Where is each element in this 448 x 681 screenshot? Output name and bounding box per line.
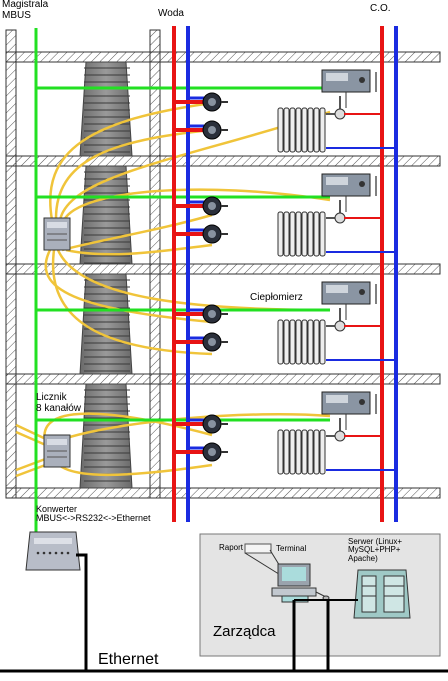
radiator-2	[277, 211, 326, 257]
terminal-label: Terminal	[276, 544, 307, 553]
radiator-3	[277, 319, 326, 365]
server-label-line-3: Apache)	[348, 553, 378, 563]
mbus-label: Magistrala MBUS	[2, 0, 48, 21]
server-label-line-1: Serwer (Linux+	[348, 537, 403, 546]
counter-8ch-lower	[43, 434, 71, 468]
floor-2	[174, 173, 396, 257]
server-label: Serwer (Linux+ MySQL+PHP+ Apache)	[348, 537, 403, 563]
water-risers	[172, 26, 398, 522]
heat-meter-2	[321, 173, 377, 197]
water-label: Woda	[158, 8, 184, 19]
central-heating-label: C.O.	[370, 3, 391, 14]
radiator-4	[277, 429, 326, 475]
manager-panel	[199, 533, 441, 657]
counter-label: Licznik 8 kanałów	[36, 392, 82, 414]
converter-label-line-1: Konwerter	[36, 504, 78, 514]
mbus-bus	[34, 28, 330, 540]
floor-3	[174, 281, 396, 365]
converter-label-line-2: MBUS<->RS232<->Ethernet	[36, 513, 151, 524]
heat-meter-1	[321, 69, 377, 93]
counter-8ch-upper	[43, 217, 71, 251]
counter-label-line-2: 8 kanałów	[36, 402, 82, 414]
manager-label: Zarządca	[213, 623, 276, 640]
converter-device	[25, 531, 81, 571]
server-label-line-2: MySQL+PHP+	[348, 545, 401, 555]
ethernet-network	[0, 553, 448, 673]
mbus-label-line-2: MBUS	[2, 9, 31, 21]
staircase	[79, 61, 133, 489]
floor-1	[174, 69, 396, 153]
server-cabinet	[353, 569, 411, 619]
radiator-1	[277, 107, 326, 153]
floor-4	[174, 391, 396, 475]
floor-slabs	[5, 51, 441, 499]
heat-meter-3	[321, 281, 377, 305]
report-label: Raport	[219, 543, 244, 552]
ethernet-label: Ethernet	[98, 651, 159, 668]
counter-label-line-1: Licznik	[36, 392, 67, 403]
heat-meter-label: Ciepłomierz	[250, 292, 303, 303]
floor-installations	[174, 69, 396, 475]
converter-label: Konwerter MBUS<->RS232<->Ethernet	[36, 504, 151, 524]
mbus-label-line-1: Magistrala	[2, 0, 49, 10]
heat-meter-4	[321, 391, 377, 415]
